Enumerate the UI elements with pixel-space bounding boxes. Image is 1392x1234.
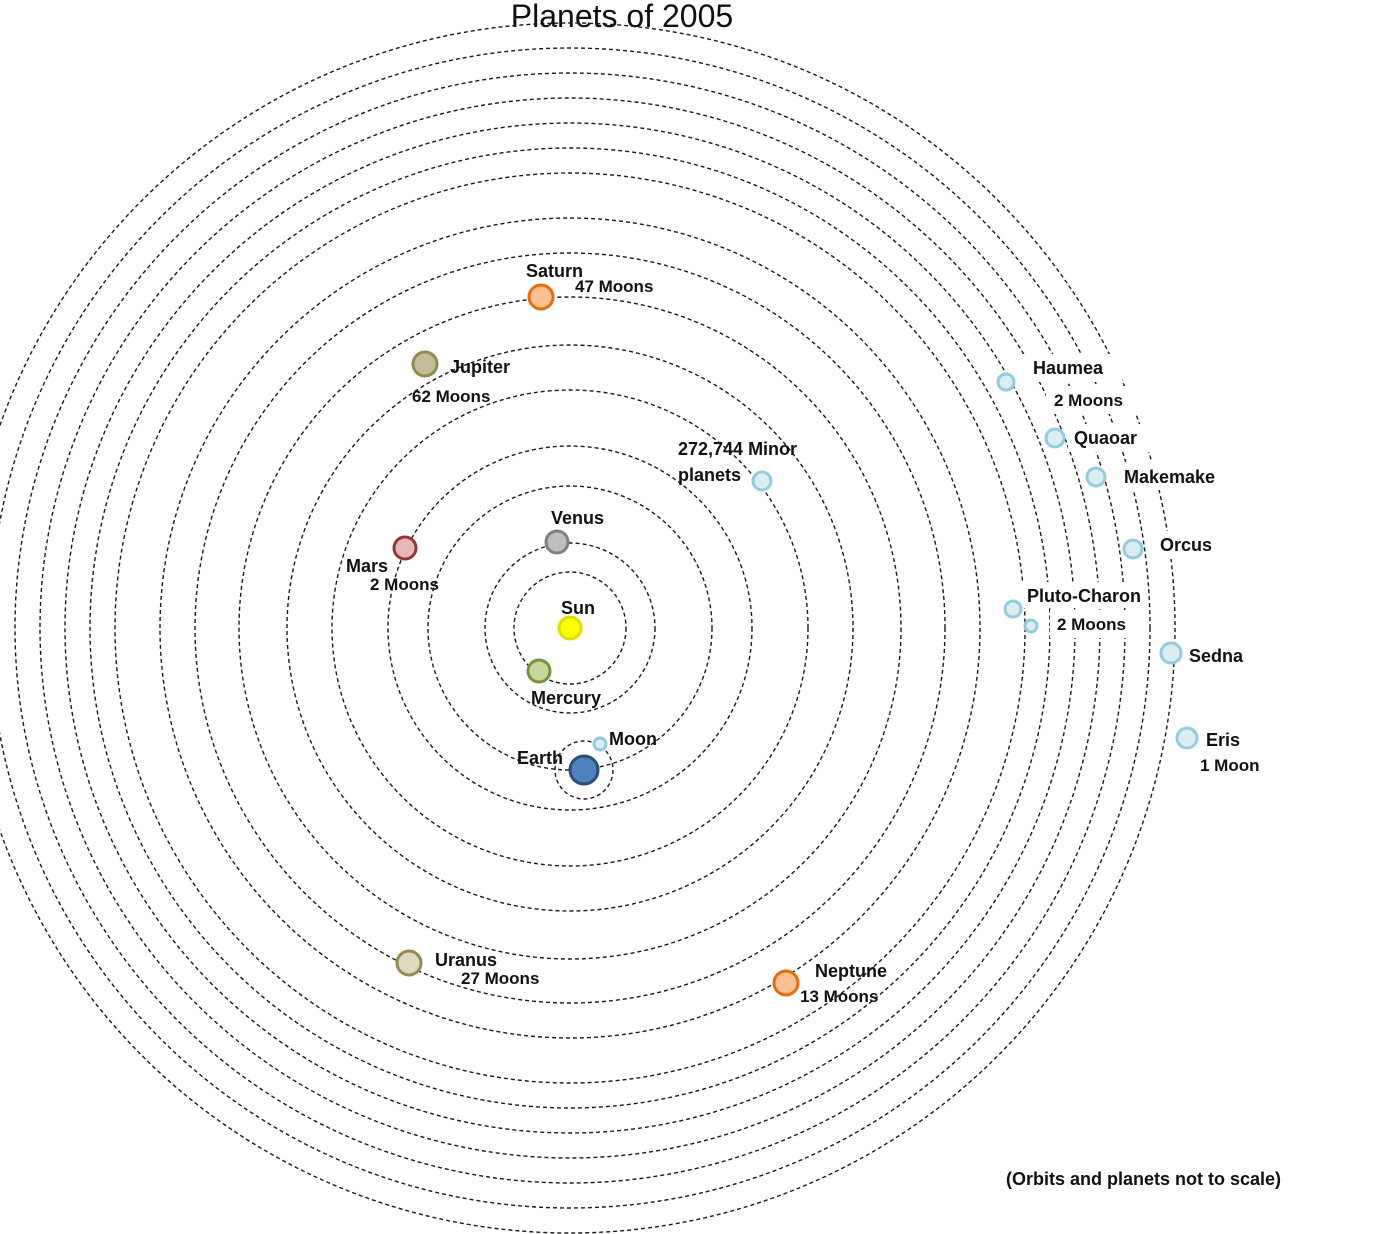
bodies [392, 283, 1199, 997]
minor-planets-body [751, 470, 773, 492]
moon-label: Moon [609, 729, 657, 749]
neptune-label: Neptune [815, 961, 887, 981]
orbits [0, 22, 1176, 1234]
sun-label: Sun [561, 598, 595, 618]
makemake-label: Makemake [1124, 467, 1215, 487]
scale-note: (Orbits and planets not to scale) [1006, 1169, 1281, 1189]
orbit-mercury [513, 571, 627, 685]
minor-planets-label-line1: 272,744 Minor [678, 439, 797, 459]
orbit-uranus [194, 252, 946, 1004]
orbit-minor-planets [331, 389, 809, 867]
neptune-moons-label: 13 Moons [800, 987, 878, 1006]
minor-planets-label-line2: planets [678, 465, 741, 485]
uranus-body [395, 949, 423, 977]
jupiter-moons-label: 62 Moons [412, 387, 490, 406]
moon-body [592, 736, 608, 752]
label-backgrounds [1022, 354, 1270, 778]
mercury-body [526, 658, 552, 684]
haumea-body [996, 372, 1016, 392]
earth-label: Earth [517, 748, 563, 768]
diagram-title: Planets of 2005 [511, 0, 733, 34]
haumea-label: Haumea [1033, 358, 1104, 378]
neptune-body [772, 969, 800, 997]
pluto-body [1003, 599, 1023, 619]
orbit-jupiter [286, 344, 854, 912]
orbit-earth [427, 485, 713, 771]
eris-moons-label: 1 Moon [1200, 756, 1260, 775]
pluto-charon-moons-label: 2 Moons [1057, 615, 1126, 634]
uranus-label: Uranus [435, 950, 497, 970]
mars-body [392, 535, 418, 561]
eris-body [1175, 726, 1199, 750]
orcus-label: Orcus [1160, 535, 1212, 555]
saturn-label: Saturn [526, 261, 583, 281]
orbit-venus [484, 542, 656, 714]
quaoar-body [1044, 427, 1066, 449]
orbit-eris [0, 22, 1176, 1234]
venus-label: Venus [551, 508, 604, 528]
mercury-label: Mercury [531, 688, 601, 708]
orbit-neptune [159, 217, 981, 1039]
sedna-label: Sedna [1189, 646, 1244, 666]
eris-label: Eris [1206, 730, 1240, 750]
orbit-mars [387, 445, 753, 811]
sedna-body [1159, 641, 1183, 665]
labels: Sun Mercury Venus Earth Moon Mars 2 Moon… [346, 261, 1260, 1006]
earth-body [568, 754, 600, 786]
orbit-sedna [0, 47, 1151, 1209]
venus-body [544, 529, 570, 555]
jupiter-label: Jupiter [450, 357, 510, 377]
jupiter-body [411, 350, 439, 378]
saturn-moons-label: 47 Moons [575, 277, 653, 296]
orcus-body [1122, 538, 1144, 560]
uranus-moons-label: 27 Moons [461, 969, 539, 988]
pluto-charon-label: Pluto-Charon [1027, 586, 1141, 606]
mars-label: Mars [346, 556, 388, 576]
makemake-body [1085, 466, 1107, 488]
orbit-saturn [238, 296, 902, 960]
sun-body [557, 615, 583, 641]
quaoar-label: Quaoar [1074, 428, 1137, 448]
mars-moons-label: 2 Moons [370, 575, 439, 594]
haumea-moons-label: 2 Moons [1054, 391, 1123, 410]
saturn-body [527, 283, 555, 311]
orbit-moon [554, 740, 614, 800]
charon-body [1023, 618, 1039, 634]
